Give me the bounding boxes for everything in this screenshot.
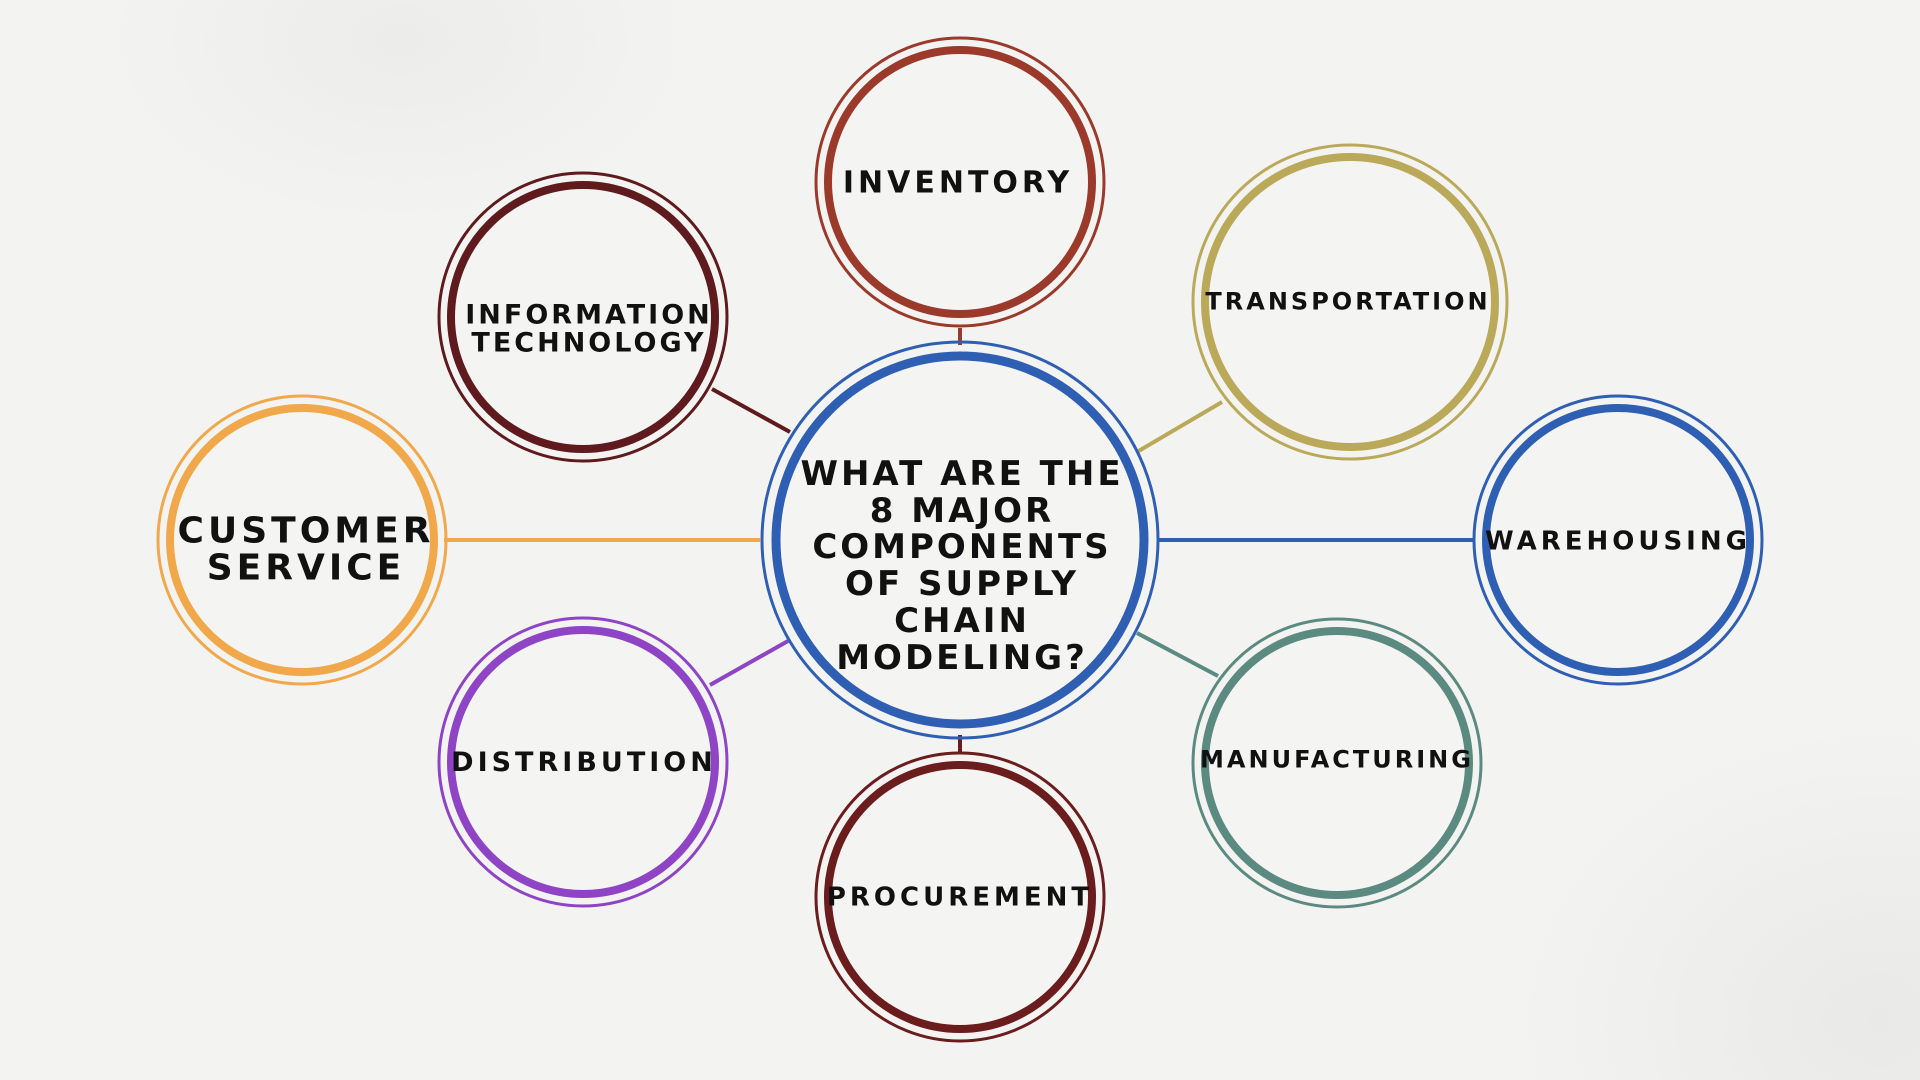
node-manufacturing-outer-ring <box>1191 617 1483 909</box>
node-transportation <box>1191 143 1509 461</box>
node-procurement-outer-ring <box>814 751 1106 1043</box>
node-warehousing-inner-ring <box>1482 404 1754 676</box>
node-transportation-outer-ring <box>1191 143 1509 461</box>
node-distribution-outer-ring <box>437 616 729 908</box>
node-inventory-inner-ring <box>824 46 1096 318</box>
label-information-technology: INFORMATION TECHNOLOGY <box>465 299 713 359</box>
node-warehousing <box>1472 394 1764 686</box>
node-warehousing-outer-ring <box>1472 394 1764 686</box>
connector-information-technology <box>711 387 791 434</box>
connector-transportation <box>1135 400 1224 454</box>
label-customer-service: CUSTOMER SERVICE <box>177 510 435 588</box>
label-procurement: PROCUREMENT <box>826 882 1094 913</box>
connector-manufacturing <box>1136 631 1219 678</box>
node-inventory-outer-ring <box>814 36 1106 328</box>
node-distribution <box>437 616 729 908</box>
label-transportation: TRANSPORTATION <box>1205 287 1491 316</box>
node-information-technology-outer-ring <box>437 171 729 463</box>
node-information-technology <box>437 171 729 463</box>
node-distribution-inner-ring <box>447 626 719 898</box>
node-information-technology-inner-ring <box>447 181 719 453</box>
center-node <box>760 340 1160 740</box>
center-outer-ring <box>760 340 1160 740</box>
node-customer-service <box>156 394 448 686</box>
component-nodes <box>156 36 1764 1043</box>
connector-lines <box>444 328 1474 752</box>
label-manufacturing: MANUFACTURING <box>1200 745 1474 774</box>
label-distribution: DISTRIBUTION <box>451 746 717 778</box>
node-inventory <box>814 36 1106 328</box>
node-customer-service-outer-ring <box>156 394 448 686</box>
label-warehousing: WAREHOUSING <box>1485 526 1751 557</box>
label-inventory: INVENTORY <box>842 165 1074 201</box>
connector-distribution <box>709 639 789 687</box>
node-manufacturing <box>1191 617 1483 909</box>
node-procurement-inner-ring <box>824 761 1096 1033</box>
node-customer-service-inner-ring <box>166 404 438 676</box>
center-title: WHAT ARE THE 8 MAJOR COMPONENTS OF SUPPL… <box>800 453 1124 678</box>
center-inner-ring <box>771 351 1149 729</box>
node-procurement <box>814 751 1106 1043</box>
node-transportation-inner-ring <box>1201 153 1499 451</box>
node-manufacturing-inner-ring <box>1201 627 1473 899</box>
